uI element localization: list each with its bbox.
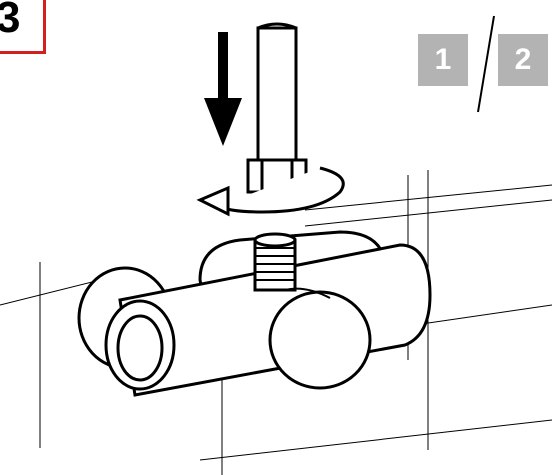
step-number: 3 [0,0,21,42]
rotation-arrow-icon [196,166,345,217]
page-divider [477,15,495,113]
page-number-right: 2 [498,34,548,86]
thermostatic-mixer [77,230,432,397]
push-down-arrow-icon [204,32,242,146]
supply-pipe [256,22,298,162]
page-number-left: 1 [418,34,468,86]
step-indicator: 3 [0,0,46,54]
